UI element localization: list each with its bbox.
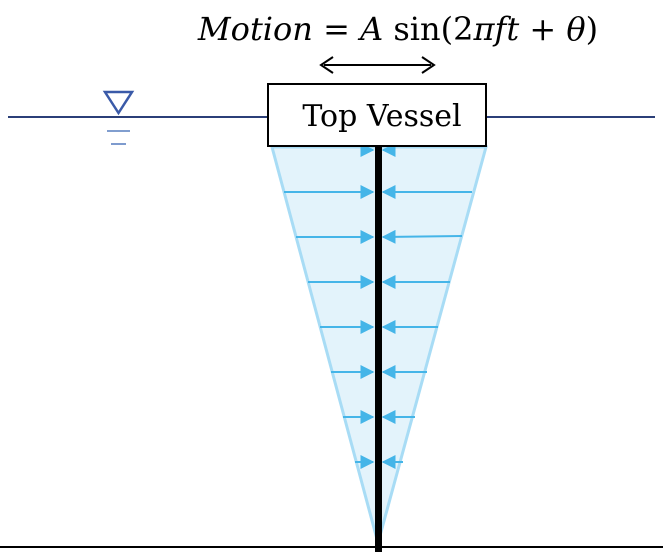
load-arrows	[284, 143, 472, 469]
top-vessel-label: Top Vessel	[302, 99, 461, 134]
water-level-triangle-icon	[102, 90, 135, 145]
load-arrow	[381, 229, 463, 244]
top-vessel-box	[267, 83, 487, 147]
double-headed-arrow-icon	[319, 56, 436, 74]
riser-pile	[375, 144, 382, 552]
motion-equation: Motion = A sin(2πft + θ)	[197, 10, 598, 48]
